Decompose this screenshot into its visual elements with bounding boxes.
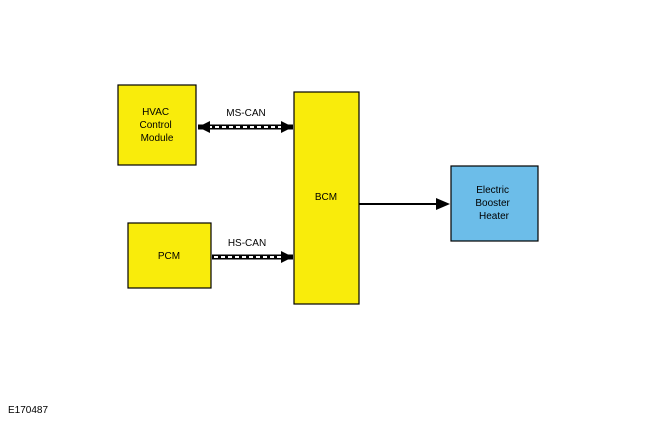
heater-label-line-3: Heater bbox=[479, 211, 510, 222]
hs-can-label: HS-CAN bbox=[228, 238, 266, 249]
svg-text:Electric Booster H: Electric Booster Heater bbox=[475, 185, 512, 222]
pcm-label: PCM bbox=[158, 251, 180, 262]
ms-can-label: MS-CAN bbox=[226, 108, 265, 119]
pcm-box: PCM bbox=[127, 222, 212, 289]
ms-can-right-arrowhead bbox=[281, 121, 293, 133]
ms-can-connection: MS-CAN bbox=[198, 108, 293, 133]
hvac-label-line-1: HVAC bbox=[142, 107, 169, 118]
ms-can-left-arrowhead bbox=[198, 121, 210, 133]
electric-booster-heater-box: Electric Booster Heater bbox=[450, 165, 539, 242]
hvac-control-module-box: HVAC Control Module bbox=[117, 84, 197, 166]
heater-label-line-1: Electric bbox=[476, 185, 509, 196]
svg-text:HVAC Control Modul: HVAC Control Module bbox=[139, 107, 174, 144]
bcm-to-heater-connection bbox=[359, 198, 450, 210]
bcm-to-heater-arrowhead bbox=[436, 198, 450, 210]
hs-can-connection: HS-CAN bbox=[212, 238, 293, 263]
hvac-label-line-2: Control bbox=[139, 120, 171, 131]
figure-id: E170487 bbox=[8, 405, 49, 416]
bcm-label: BCM bbox=[315, 192, 337, 203]
bcm-box: BCM bbox=[293, 91, 360, 305]
heater-label-line-2: Booster bbox=[475, 198, 510, 209]
hs-can-arrowhead bbox=[281, 251, 293, 263]
hvac-label-line-3: Module bbox=[141, 133, 174, 144]
